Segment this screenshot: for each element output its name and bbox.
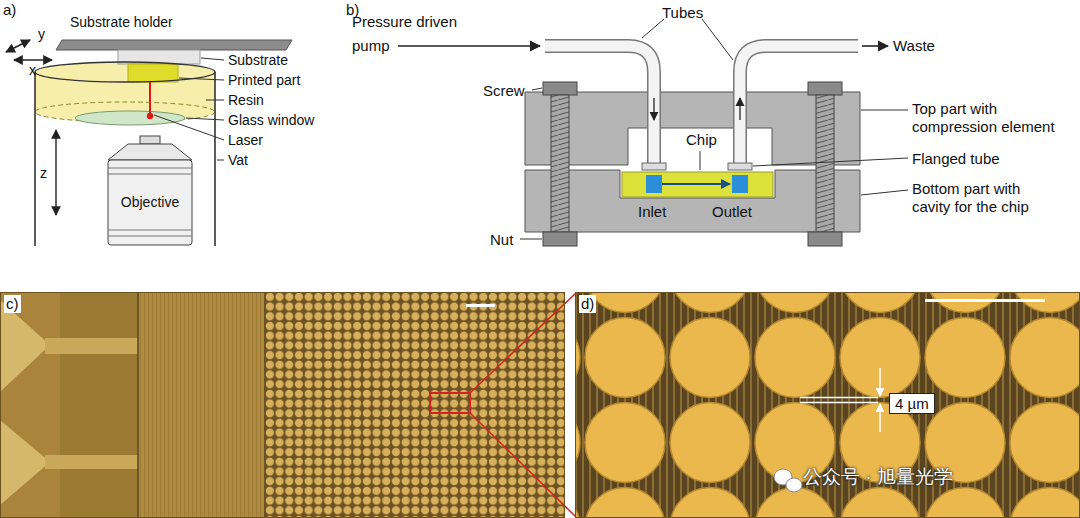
part-label: Tubes [662,4,703,21]
axis-label: y [38,26,45,42]
port-label: Outlet [712,203,752,220]
objective-lens: Objective [108,160,192,245]
dimension-label: 4 µm [895,395,929,412]
part-label: Top part with compression element [912,100,1057,136]
part-label: Substrate holder [70,14,173,30]
axis-label: z [40,165,47,181]
part-label: Vat [228,152,248,168]
axis-label: x [29,62,36,78]
part-label: Flanged tube [912,150,1000,167]
part-label: Laser [228,132,263,148]
zoom-line [470,413,576,517]
part-label: Pressure driven pump [352,10,472,58]
panel-label: c) [4,295,21,313]
panel-label: d) [579,295,596,313]
printer-sketch [6,40,292,246]
part-label: Printed part [228,72,300,88]
part-label: Glass window [228,112,314,128]
part-label: Chip [686,131,717,148]
part-label: Nut [490,231,513,248]
watermark: 公众号 · 旭量光学 [803,466,953,488]
zoom-line [470,293,576,393]
part-label: Bottom part with cavity for the chip [912,180,1057,216]
chip-holder-sketch [398,19,908,246]
part-label: Resin [228,92,264,108]
part-label: Substrate [228,52,288,68]
micrograph [0,292,565,518]
dimension-box: 4 µm [889,393,935,414]
micrograph-panel: c) [0,292,565,518]
micrograph-panel: d) 4 µm [575,292,1080,518]
part-label: Objective [121,194,179,211]
port-label: Inlet [638,203,666,220]
panel-label: a) [3,1,16,18]
micrograph-zoom [575,292,1080,518]
part-label: Waste [893,37,935,54]
part-label: Screw [483,82,525,99]
